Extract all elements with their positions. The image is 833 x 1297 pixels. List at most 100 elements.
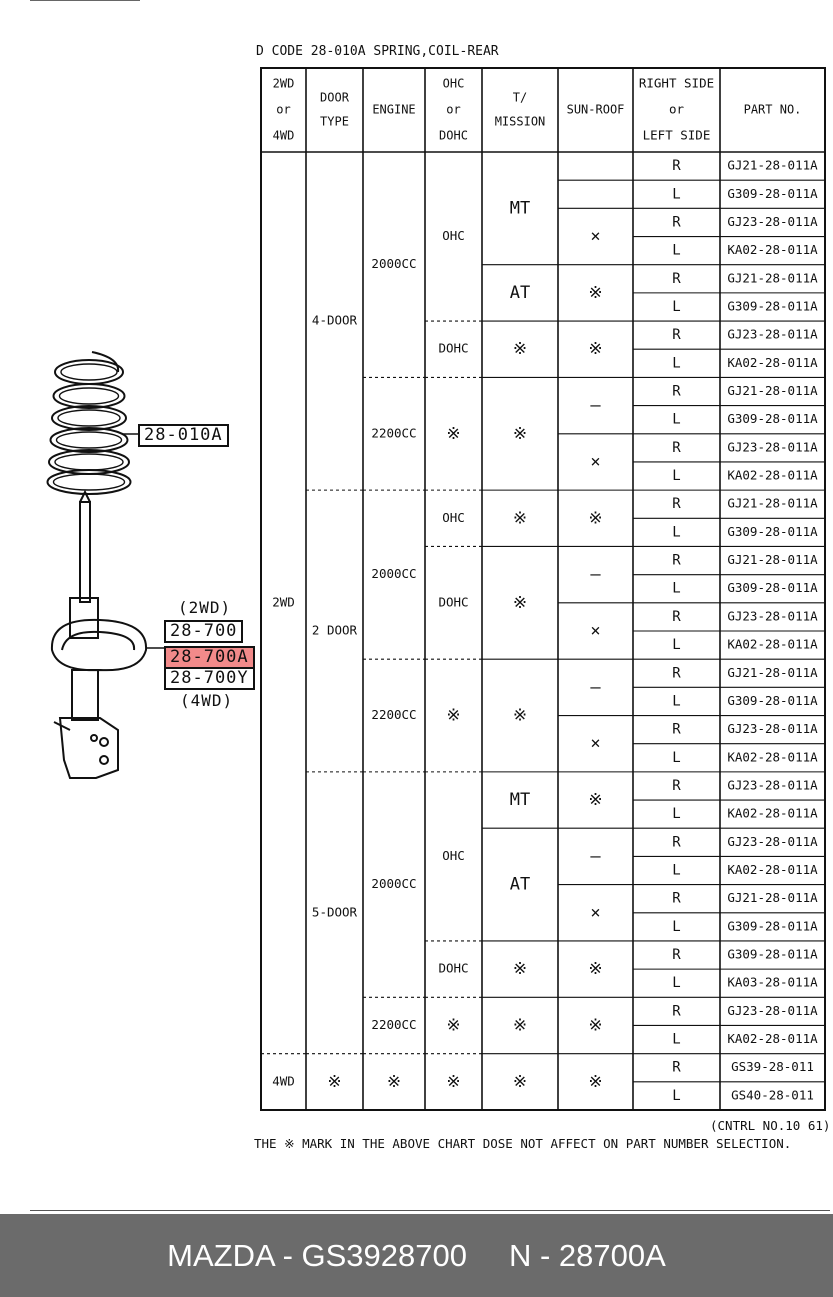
row-side: L — [672, 919, 680, 935]
coil-spring-turn — [55, 431, 123, 449]
strut-lower-body — [71, 669, 99, 721]
row-side: R — [672, 834, 681, 850]
engine-cell: 2000CC — [371, 876, 416, 891]
row-part-number: GS39-28-011 — [731, 1059, 814, 1074]
coil-spring-turn — [54, 453, 124, 471]
column-header: 4WD — [273, 129, 295, 143]
row-side: R — [672, 440, 681, 456]
top-scan-line — [30, 0, 140, 3]
spring-part-label[interactable]: 28-010A — [138, 424, 229, 447]
row-side: R — [672, 327, 681, 343]
bracket-tab — [53, 721, 71, 731]
ohc-cell: OHC — [442, 510, 465, 525]
row-side: L — [672, 355, 680, 371]
coil-spring-turn — [60, 363, 118, 381]
coil-spring-turn — [52, 473, 126, 491]
sunroof-cell: ※ — [588, 1015, 602, 1035]
bracket-bolt-hole — [99, 737, 109, 747]
4wd-label: (4WD) — [180, 691, 234, 710]
row-side: R — [672, 271, 681, 287]
ohc-cell: OHC — [442, 848, 465, 863]
row-side: L — [672, 1032, 680, 1048]
row-part-number: G309-28-011A — [727, 693, 818, 708]
sunroof-cell: ※ — [588, 508, 602, 528]
row-part-number: GJ21-28-011A — [727, 890, 818, 905]
chart-note: THE ※ MARK IN THE ABOVE CHART DOSE NOT A… — [254, 1136, 792, 1151]
row-part-number: KA02-28-011A — [727, 468, 818, 483]
row-part-number: KA03-28-011A — [727, 975, 818, 990]
sunroof-cell: × — [590, 621, 600, 641]
row-part-number: GJ23-28-011A — [727, 777, 818, 792]
mission-cell: ※ — [513, 339, 527, 359]
column-header: DOHC — [439, 129, 468, 143]
row-side: L — [672, 299, 680, 315]
sunroof-cell: × — [590, 227, 600, 247]
row-side: R — [672, 609, 681, 625]
column-header: T/ — [513, 91, 527, 105]
row-part-number: GJ23-28-011A — [727, 721, 818, 736]
mission-cell: MT — [510, 198, 530, 218]
row-side: R — [672, 384, 681, 400]
ohc-cell: ※ — [446, 1015, 460, 1035]
sunroof-cell: ※ — [588, 790, 602, 810]
column-header: 2WD — [273, 77, 295, 91]
mission-cell: ※ — [513, 1015, 527, 1035]
row-side: L — [672, 581, 680, 597]
bracket-bolt-hole — [99, 755, 109, 765]
row-part-number: GJ21-28-011A — [727, 383, 818, 398]
sunroof-cell: – — [590, 565, 601, 585]
row-part-number: GJ23-28-011A — [727, 834, 818, 849]
row-side: L — [672, 693, 680, 709]
mission-cell: ※ — [513, 593, 527, 613]
spring-seat — [50, 618, 148, 672]
mission-cell: ※ — [513, 706, 527, 726]
row-side: R — [672, 553, 681, 569]
ohc-cell: OHC — [442, 228, 465, 243]
row-part-number: GJ23-28-011A — [727, 214, 818, 229]
sunroof-cell: × — [590, 903, 600, 923]
strut-part-700a-label[interactable]: 28-700A — [164, 646, 255, 669]
row-part-number: GJ21-28-011A — [727, 158, 818, 173]
mission-cell: AT — [510, 875, 530, 895]
row-side: L — [672, 863, 680, 879]
row-part-number: G309-28-011A — [727, 947, 818, 962]
strut-part-700y-label[interactable]: 28-700Y — [164, 667, 255, 690]
ohc-cell: DOHC — [438, 341, 468, 356]
coil-spring-turn — [57, 409, 121, 427]
row-part-number: G309-28-011A — [727, 918, 818, 933]
strut-upper-body — [69, 597, 99, 639]
sunroof-cell: ※ — [588, 339, 602, 359]
row-part-number: KA02-28-011A — [727, 806, 818, 821]
knuckle-bracket — [58, 717, 119, 779]
coil-spring-turn — [52, 383, 126, 409]
bottom-scan-line — [30, 1210, 830, 1211]
column-header: or — [669, 102, 685, 117]
mission-cell: AT — [510, 283, 530, 303]
footer-bar: MAZDA - GS3928700 N - 28700A — [0, 1214, 833, 1297]
engine-cell: 2200CC — [371, 1017, 416, 1032]
column-header: LEFT SIDE — [643, 128, 711, 143]
row-side: L — [672, 468, 680, 484]
row-side: L — [672, 412, 680, 428]
column-header: MISSION — [495, 115, 546, 129]
row-side: R — [672, 1003, 681, 1019]
row-part-number: GJ23-28-011A — [727, 327, 818, 342]
row-side: L — [672, 750, 680, 766]
row-side: R — [672, 891, 681, 907]
coil-spring-top — [91, 351, 120, 373]
column-header: or — [446, 103, 460, 117]
row-side: R — [672, 496, 681, 512]
coil-spring-turn — [51, 405, 127, 431]
strut-part-700-label[interactable]: 28-700 — [164, 620, 244, 643]
row-part-number: G309-28-011A — [727, 298, 818, 313]
row-part-number: GJ23-28-011A — [727, 439, 818, 454]
column-header: SUN-ROOF — [567, 103, 625, 117]
row-side: L — [672, 186, 680, 202]
row-side: R — [672, 665, 681, 681]
wd-cell: 2WD — [272, 594, 295, 609]
ohc-cell: ※ — [446, 1072, 460, 1092]
column-header: ENGINE — [372, 103, 415, 117]
row-part-number: KA02-28-011A — [727, 1031, 818, 1046]
engine-cell: 2200CC — [371, 707, 416, 722]
row-side: R — [672, 158, 681, 174]
